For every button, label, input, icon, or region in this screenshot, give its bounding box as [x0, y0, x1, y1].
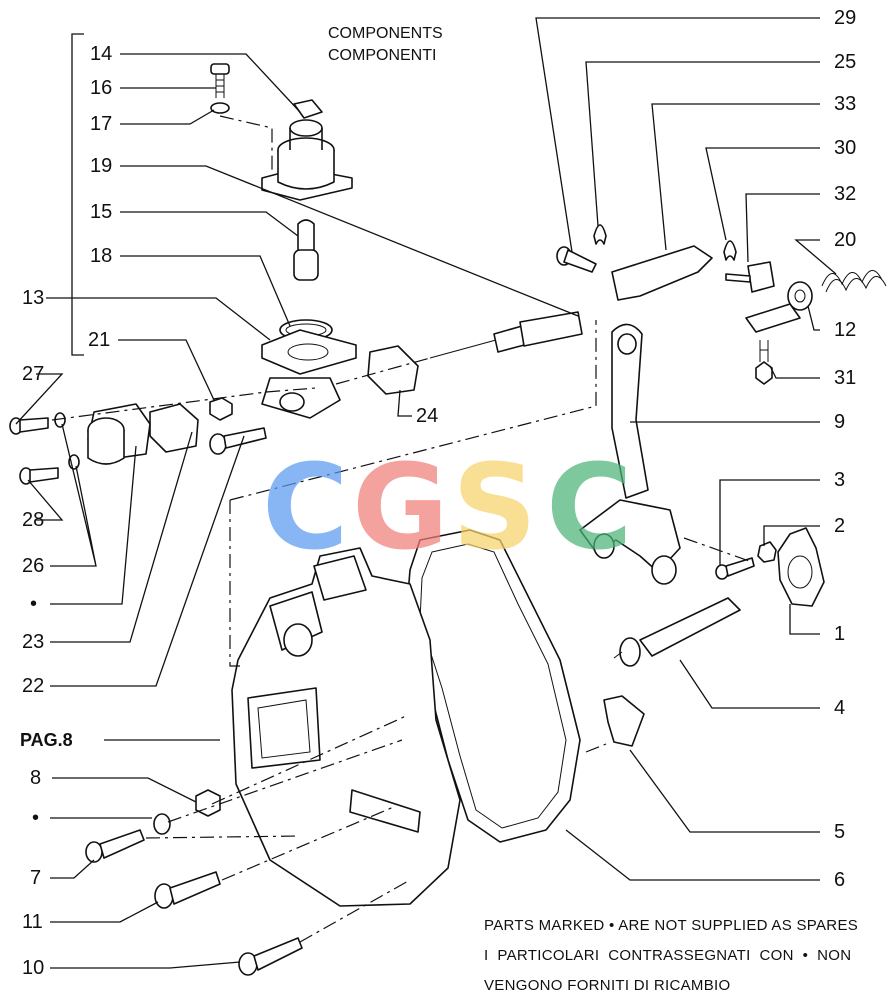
callout-15: 15: [90, 201, 112, 223]
callout-17: 17: [90, 113, 112, 135]
part-20-spring: [821, 270, 887, 293]
part-7-stud: [85, 829, 145, 863]
callout-18: 18: [90, 245, 112, 267]
callout-10: 10: [22, 957, 44, 979]
part-23-gasket: [149, 403, 199, 453]
callout-bullet-cover: •: [30, 593, 37, 615]
leaders-bottom-left: [50, 739, 241, 969]
part-cover: [87, 403, 151, 465]
callout-5: 5: [834, 821, 845, 843]
main-housing: [231, 547, 461, 907]
part-19-rod: [429, 311, 583, 359]
callout-22: 22: [22, 675, 44, 697]
assembly-line-box: [229, 320, 597, 667]
callout-20: 20: [834, 229, 856, 251]
part-2-nut: [757, 541, 777, 563]
part-25-clip: [593, 224, 607, 245]
callout-31: 31: [834, 367, 856, 389]
part-27-screw: [9, 417, 49, 435]
part-28-screw: [19, 467, 59, 485]
part-22-screw: [209, 427, 267, 455]
callout-bullet-washer: •: [32, 807, 39, 829]
callouts-right: 29 25 33 30 32 20 12 31 9 3 2 1 4 5 6: [834, 7, 856, 891]
footer-note-en: PARTS MARKED • ARE NOT SUPPLIED AS SPARE…: [484, 917, 858, 934]
leaders-left: [15, 53, 579, 687]
callout-30: 30: [834, 137, 856, 159]
callout-29: 29: [834, 7, 856, 29]
part-17-washer: [210, 102, 230, 114]
watermark-letter-s: S: [452, 438, 537, 576]
assembly-line-right: [585, 537, 753, 753]
callout-3: 3: [834, 469, 845, 491]
callout-4: 4: [834, 697, 845, 719]
callout-7: 7: [30, 867, 41, 889]
part-4-shaft: [613, 597, 741, 667]
part-29-pin: [556, 246, 597, 273]
callout-1: 1: [834, 623, 845, 645]
callout-12: 12: [834, 319, 856, 341]
assembly-line-sensor: [219, 115, 273, 170]
callout-25: 25: [834, 51, 856, 73]
assembly-line-rod: [335, 357, 431, 385]
callouts-bottom-left: 8 • 7 11 10: [22, 767, 44, 979]
part-bullet-washer: [153, 813, 171, 835]
part-3-screw: [715, 557, 755, 580]
part-13-flange: [261, 329, 357, 419]
leaders-right: [535, 17, 837, 881]
part-12-washer: [787, 281, 813, 311]
callout-27: 27: [22, 363, 44, 385]
footer-note: PARTS MARKED • ARE NOT SUPPLIED AS SPARE…: [484, 917, 858, 994]
callout-16: 16: [90, 77, 112, 99]
part-9-fork-lever: [579, 323, 681, 585]
callout-9: 9: [834, 411, 845, 433]
part-5-clip: [603, 695, 645, 747]
assembly-line-left: [51, 387, 317, 421]
part-10-screw: [238, 937, 303, 976]
part-31-screw: [755, 340, 773, 385]
callout-2: 2: [834, 515, 845, 537]
part-15-plunger: [293, 219, 319, 281]
footer-note-it-2: VENGONO FORNITI DI RICAMBIO: [484, 977, 730, 994]
callout-23: 23: [22, 631, 44, 653]
callout-13: 13: [22, 287, 44, 309]
callout-11: 11: [22, 911, 43, 933]
watermark-letter-g: G: [352, 438, 449, 576]
callout-21: 21: [88, 329, 110, 351]
part-8-nut: [195, 789, 221, 817]
callout-24: 24: [416, 405, 438, 427]
part-12-plate: [745, 303, 801, 333]
part-21-nut: [209, 397, 233, 421]
cgsc-watermark: C G S C: [262, 438, 633, 576]
part-16-screw: [210, 63, 230, 98]
part-14-housing: [261, 99, 353, 201]
part-30-clip: [723, 240, 737, 261]
callout-8: 8: [30, 767, 41, 789]
group-bracket: [71, 33, 84, 356]
callout-19: 19: [90, 155, 112, 177]
watermark-letter-c2: C: [546, 438, 633, 576]
watermark-letter-c1: C: [262, 438, 349, 576]
callout-28: 28: [22, 509, 44, 531]
part-24-gasket: [367, 345, 419, 395]
page-reference: PAG.8: [20, 730, 73, 750]
callout-33: 33: [834, 93, 856, 115]
part-32-block: [725, 261, 775, 293]
part-1-bracket: [777, 527, 825, 607]
callout-6: 6: [834, 869, 845, 891]
callout-32: 32: [834, 183, 856, 205]
part-33-lever: [611, 245, 713, 301]
callouts-left: 14 16 17 19 15 18 13 21 27 28 26 • 23 22…: [22, 43, 438, 697]
diagram-title-en: COMPONENTS: [328, 25, 443, 42]
callout-14: 14: [90, 43, 112, 65]
callout-26: 26: [22, 555, 44, 577]
diagram-title-it: COMPONENTI: [328, 47, 436, 64]
part-11-screw: [154, 871, 221, 909]
footer-note-it-1: I PARTICOLARI CONTRASSEGNATI CON • NON: [484, 947, 851, 964]
